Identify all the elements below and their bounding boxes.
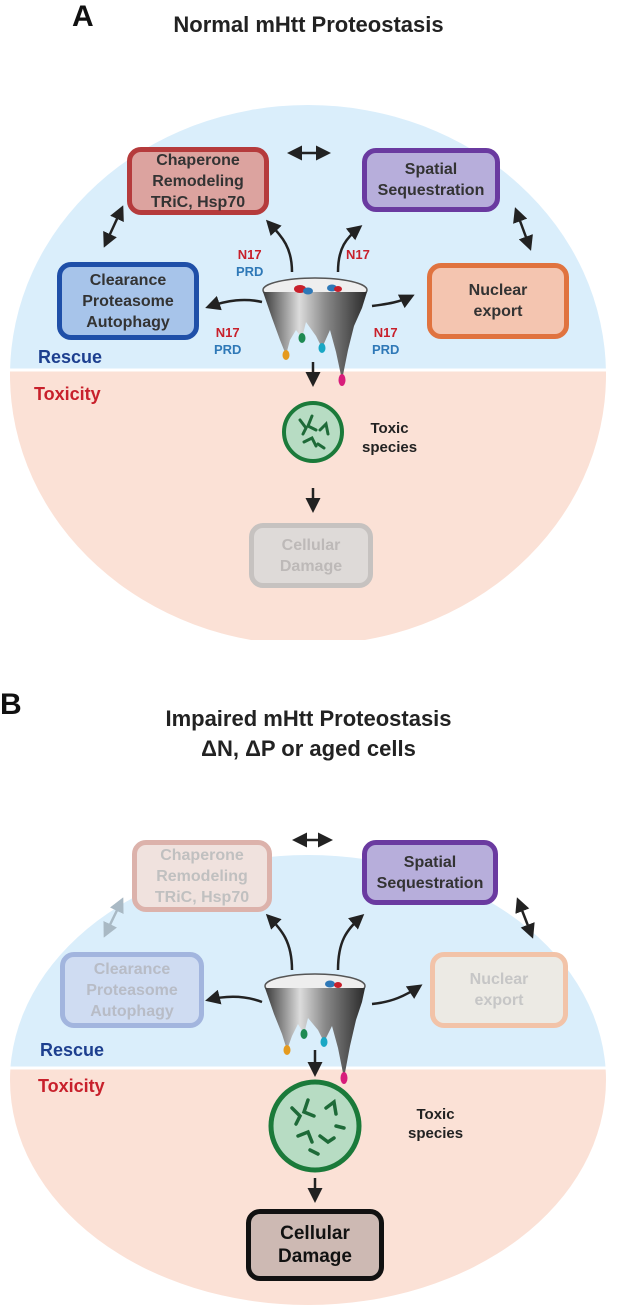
arrow-icon	[265, 913, 294, 971]
nuclear-export-box: Nuclear export	[430, 952, 568, 1028]
spatial-sequestration-box: Spatial Sequestration	[362, 148, 500, 212]
panel-a: A Normal mHtt Proteostasis Chaperone Rem…	[0, 0, 617, 640]
energy-landscape-funnel-icon	[264, 973, 366, 1084]
double-arrow-icon	[103, 205, 124, 248]
toxicity-label: Toxicity	[34, 384, 101, 404]
toxic-species-label: Toxic species	[408, 1106, 464, 1142]
arrow-icon	[205, 989, 263, 1005]
double-arrow-icon	[103, 897, 124, 938]
rescue-label: Rescue	[40, 1040, 105, 1060]
panel-subtitle: ΔN, ΔP or aged cells	[201, 736, 416, 761]
energy-landscape-funnel-icon	[262, 277, 368, 386]
chaperone-remodeling-box: Chaperone Remodeling TRiC, Hsp70	[132, 840, 272, 912]
chaperone-remodeling-box: Chaperone Remodeling TRiC, Hsp70	[127, 147, 269, 215]
nuclear-export-box: Nuclear export	[427, 263, 569, 339]
toxic-species-label: Toxic species	[362, 420, 418, 456]
arrow-icon	[371, 294, 415, 309]
arrow-icon	[336, 225, 363, 273]
cellular-damage-box: Cellular Damage	[246, 1209, 384, 1281]
double-arrow-icon	[515, 897, 535, 939]
spatial-sequestration-box: Spatial Sequestration	[362, 840, 498, 905]
arrow-icon	[265, 219, 294, 273]
toxicity-region	[10, 1068, 606, 1305]
rescue-label: Rescue	[38, 347, 103, 367]
double-arrow-icon	[513, 207, 533, 251]
arrow-icon	[336, 914, 365, 971]
n17-label: N17	[346, 247, 370, 262]
toxicity-label: Toxicity	[38, 1076, 105, 1096]
clearance-box: Clearance Proteasome Autophagy	[60, 952, 204, 1028]
panel-letter: A	[72, 0, 94, 33]
panel-b: B Impaired mHtt Proteostasis ΔN, ΔP or a…	[0, 688, 617, 1314]
cellular-damage-box: Cellular Damage	[249, 523, 373, 588]
panel-title: Impaired mHtt Proteostasis	[165, 706, 452, 731]
arrow-icon	[371, 984, 423, 1006]
clearance-box: Clearance Proteasome Autophagy	[57, 262, 199, 340]
toxic-species-icon	[268, 1079, 362, 1173]
panel-letter: B	[0, 688, 22, 721]
toxic-species-icon	[282, 401, 344, 463]
panel-title: Normal mHtt Proteostasis	[173, 12, 444, 37]
arrow-icon	[205, 295, 263, 311]
